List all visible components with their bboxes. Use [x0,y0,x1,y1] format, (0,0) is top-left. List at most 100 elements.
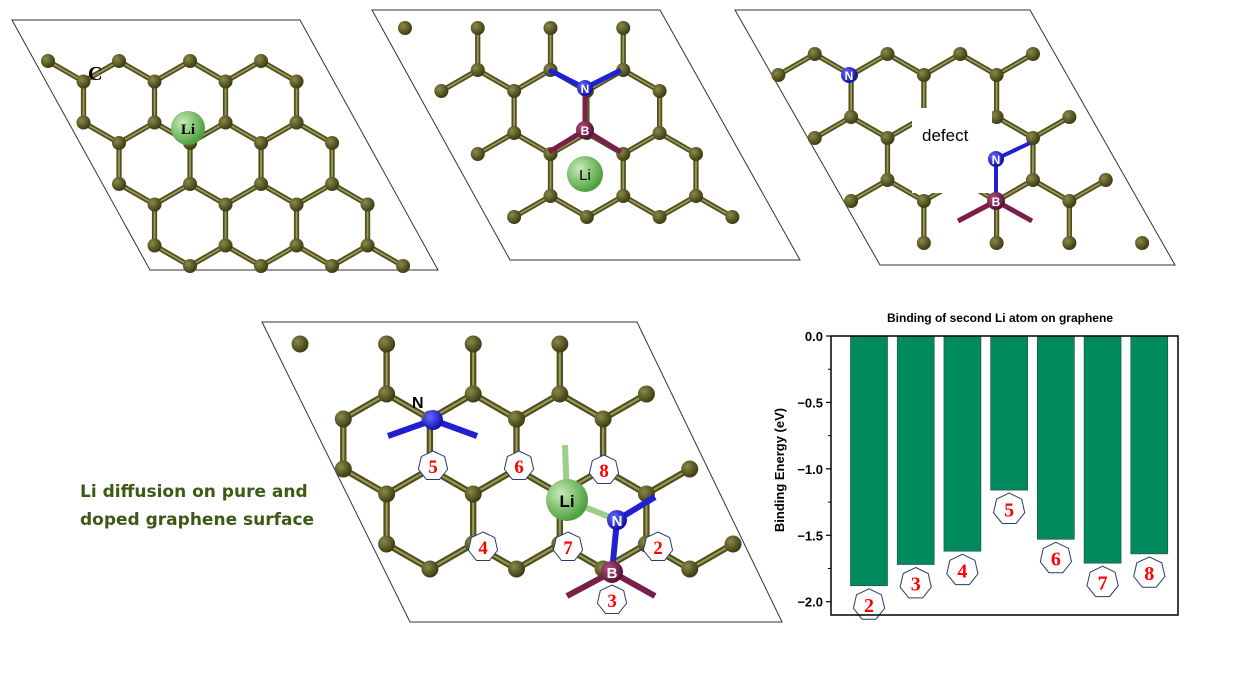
site-label-3: 3 [596,584,628,614]
overlay-layer: C Li N B Li N defect N B [88,63,1034,614]
site-number: 8 [599,461,608,482]
carbon-atom [147,115,162,130]
nitrogen-atom [988,151,1004,167]
carbon-atom [289,197,304,212]
carbon-label: C [88,63,102,85]
carbon-atom [470,147,485,161]
carbon-atom [378,535,396,553]
bond-highlight [659,195,697,218]
heptagon-icon [503,450,535,480]
bar-label-3: 3 [899,566,932,599]
bar-label-5: 5 [992,492,1026,524]
carbon-atom [421,560,439,578]
carbon-atom [334,460,352,478]
carbon-atom [507,84,522,98]
bond-highlight [622,69,661,92]
carbon-atom [880,131,895,145]
carbon-atom [551,335,569,353]
site-label-4: 4 [467,531,499,561]
carbon-atom [594,410,612,428]
nitrogen-label: N [612,513,623,530]
y-axis-label: Binding Energy (eV) [772,408,787,532]
carbon-atom [464,385,482,403]
carbon-atom [543,21,558,35]
carbon-atom [681,460,699,478]
carbon-atom [507,210,522,224]
y-tick-label: 0.0 [805,329,823,344]
unit-cell-outline [734,9,1176,266]
carbon-atom [1025,173,1040,187]
caption: Li diffusion on pure and doped graphene … [80,478,314,534]
carbon-atom [652,126,667,140]
carbon-atom [844,110,859,124]
heptagon-icon [588,454,620,484]
carbon-atom [147,74,162,89]
heptagon-icon [946,553,979,586]
bar-site-5 [990,335,1028,491]
bond-highlight [622,132,661,155]
nitrogen-label: N [581,82,590,96]
carbon-atom [807,47,822,61]
bond-highlight [887,53,925,76]
carbon-atom [616,189,631,203]
site-number: 3 [607,591,616,612]
carbon-atom [688,189,703,203]
bond-highlight [959,53,998,76]
carbon-atom [218,115,233,130]
carbon-atom [396,259,411,273]
carbon-atom [724,535,742,553]
bar-site-2 [850,335,888,587]
carbon-atom [378,385,396,403]
heptagon-icon [992,492,1026,524]
heptagon-icon [417,450,449,480]
carbon-atom [325,136,340,150]
carbon-atom [464,485,482,503]
carbon-atom [652,84,667,98]
defect-void [912,108,992,193]
y-tick-label: −1.0 [797,462,823,477]
carbon-atom [218,197,233,212]
carbon-atom [916,194,931,208]
carbon-atom [1062,236,1077,250]
site-label-5: 5 [417,450,449,480]
carbon-atom [551,385,569,403]
lithium-atom [567,156,603,192]
unit-cell-outline [11,19,439,271]
carbon-atom [112,177,127,191]
bar-label-2: 2 [852,588,886,620]
carbon-atom [543,189,558,203]
site-number: 6 [514,457,523,478]
heptagon-icon [552,531,584,561]
carbon-atom [470,21,485,35]
carbon-atom [579,210,594,224]
carbon-atom [507,126,522,140]
carbon-atom [289,238,304,253]
carbon-atom [218,238,233,253]
carbon-atom [183,259,198,273]
boron-atom [601,561,623,583]
lattice-layer [11,9,1176,623]
carbon-atom [218,74,233,89]
carbon-atom [681,560,699,578]
site-label-6: 6 [503,450,535,480]
heptagon-icon [642,531,674,561]
carbon-atom [508,410,526,428]
bond-highlight [850,116,888,139]
carbon-atom [652,210,667,224]
boron-label: B [607,565,618,582]
y-tick-label: −2.0 [797,595,823,610]
lithium-atom [171,111,205,145]
site-number: 5 [428,457,437,478]
carbon-atom [508,560,526,578]
site-number: 7 [1098,572,1108,594]
lithium-label: Li [559,492,574,511]
carbon-atom [916,236,931,250]
nitrogen-atom [607,510,627,530]
heptagon-icon [899,566,932,599]
carbon-atom [183,177,198,191]
carbon-atom [1062,110,1077,124]
carbon-atom [334,410,352,428]
plot-frame [830,335,1179,616]
site-number: 5 [1004,499,1014,521]
